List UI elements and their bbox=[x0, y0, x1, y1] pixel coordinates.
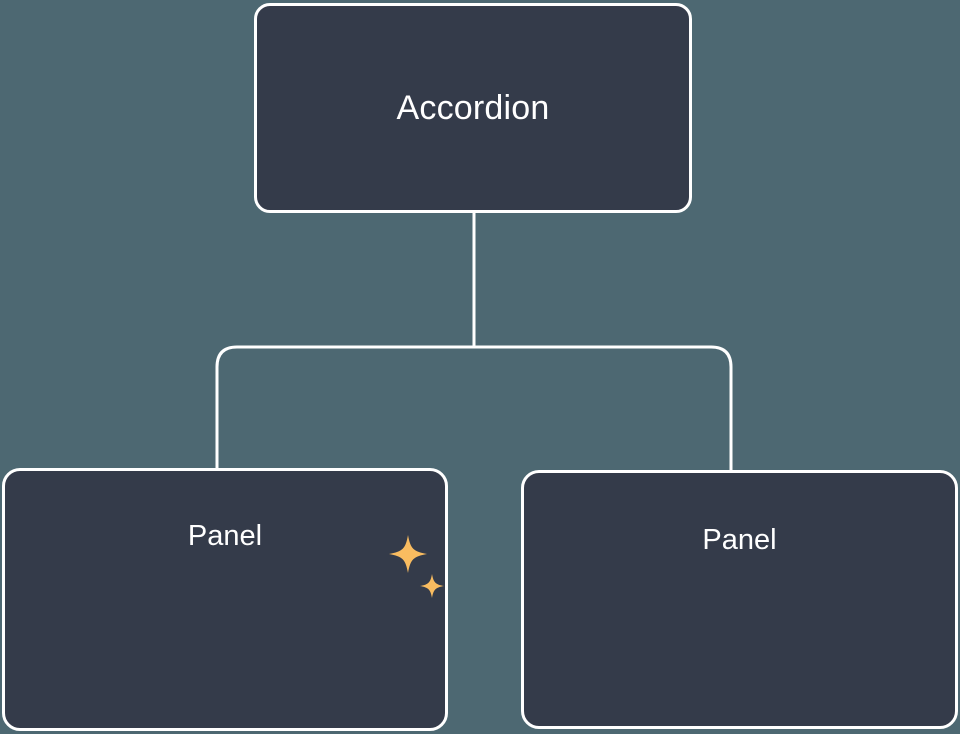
node-panel-active[interactable]: Panel bbox=[2, 468, 448, 731]
node-accordion[interactable]: Accordion bbox=[254, 3, 692, 213]
connector-branch-bar bbox=[215, 345, 733, 470]
node-accordion-title: Accordion bbox=[396, 89, 550, 127]
node-panel-inactive-title: Panel bbox=[702, 524, 777, 556]
node-panel-active-title: Panel bbox=[187, 520, 263, 552]
node-panel-inactive[interactable]: Panel bbox=[521, 470, 958, 729]
